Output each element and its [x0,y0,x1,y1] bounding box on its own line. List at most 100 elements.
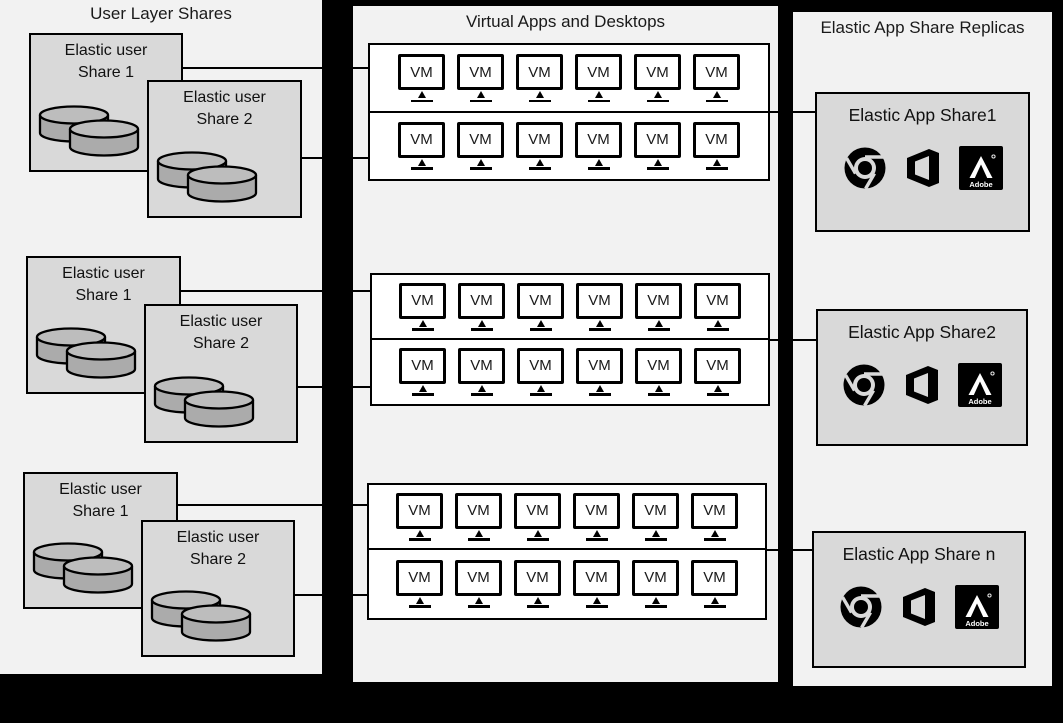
vm-monitor-stand [536,319,545,327]
share-label-line1: Elastic user [183,89,266,106]
vm-monitor-base [585,605,608,608]
vm-monitor-base [408,605,431,608]
replica-box-label: Elastic App Share2 [848,322,996,342]
vm-monitor-screen: VM [517,347,564,384]
vm-group-1: VM VM VM VM VM VM VM VM V [368,43,770,181]
share-box-label: Elastic user Share 1 [25,479,176,523]
vm-icon: VM [517,347,565,396]
vm-monitor-base [705,99,728,102]
vm-monitor-screen: VM [575,121,622,158]
adobe-icon-label: Adobe [969,180,992,189]
vm-monitor-screen: VM [573,492,620,529]
vm-monitor-screen: VM [691,559,738,596]
vm-row: VM VM VM VM VM VM [367,483,767,550]
vm-icon: VM [514,492,562,541]
share-label-line2: Share 2 [192,335,250,353]
vm-label: VM [411,357,434,374]
vm-monitor-stand [415,596,424,604]
vm-monitor-base [470,393,493,396]
vm-label: VM [467,502,490,519]
vm-monitor-screen: VM [458,282,505,319]
vm-label: VM [703,569,726,586]
vm-monitor-stand [653,158,662,166]
vm-monitor-stand [710,596,719,604]
elastic-user-share-2-box: Elastic user Share 2 [144,304,298,443]
vm-monitor-stand [654,319,663,327]
vm-label: VM [467,569,490,586]
vm-label: VM [587,63,610,81]
vm-monitor-base [587,99,610,102]
vm-icon: VM [396,492,444,541]
vm-monitor-base [469,167,492,170]
vm-label: VM [469,63,492,81]
vm-row: VM VM VM VM VM VM [370,337,770,406]
adobe-icon: Adobe [955,585,999,629]
elastic-user-share-2-box: Elastic user Share 2 [147,80,302,218]
vm-row: VM VM VM VM VM VM [368,110,770,181]
vm-icon: VM [634,121,682,170]
replica-box-label: Elastic App Share n [842,544,996,564]
vm-label: VM [408,502,431,519]
vm-monitor-stand [417,91,426,98]
vm-monitor-stand [594,91,603,98]
vm-icon: VM [458,282,506,331]
vm-icon: VM [575,121,623,170]
vm-monitor-stand [651,529,660,537]
vm-monitor-base [588,328,611,331]
vm-monitor-stand [535,158,544,166]
vm-icon: VM [634,54,682,102]
vm-monitor-stand [595,319,604,327]
vm-icon: VM [632,492,680,541]
vm-monitor-base [588,393,611,396]
vm-monitor-base [411,393,434,396]
vm-monitor-base [529,328,552,331]
share-box-label: Elastic user Share 2 [146,311,296,355]
vm-label: VM [526,569,549,586]
vm-icon: VM [399,282,447,331]
vm-monitor-base [469,99,492,102]
elastic-app-share-replicas-panel: Elastic App Share Replicas Elastic App S… [793,12,1052,686]
vm-label: VM [588,357,611,374]
vm-monitor-stand [536,384,545,392]
vm-label: VM [469,131,492,148]
elastic-user-share-2-box: Elastic user Share 2 [141,520,295,657]
vm-label: VM [705,131,728,148]
vm-monitor-screen: VM [691,492,738,529]
vm-monitor-stand [474,529,483,537]
office-icon [906,366,938,404]
vm-icon: VM [457,121,505,170]
virtual-apps-desktops-panel: Virtual Apps and Desktops VM VM VM VM VM… [353,6,778,682]
vm-label: VM [588,292,611,309]
vm-monitor-base [647,328,670,331]
vm-monitor-screen: VM [455,559,502,596]
vm-monitor-base [408,538,431,541]
vm-icon: VM [635,347,683,396]
vm-group-3: VM VM VM VM VM VM VM VM V [367,483,767,620]
app-icons-row: Adobe [817,146,1028,190]
vm-monitor-screen: VM [632,559,679,596]
share-label-line1: Elastic user [64,42,148,59]
vm-label: VM [529,292,552,309]
vm-monitor-base [470,328,493,331]
vm-label: VM [585,569,608,586]
vm-icon: VM [455,559,503,608]
vm-monitor-base [467,538,490,541]
share-box-label: Elastic user Share 2 [149,87,300,131]
vm-monitor-screen: VM [693,121,740,158]
vm-monitor-base [647,393,670,396]
user-layer-shares-title: User Layer Shares [90,4,232,23]
database-cylinders-icon [38,105,140,157]
vm-monitor-screen: VM [573,559,620,596]
vm-icon: VM [398,54,446,102]
vm-monitor-screen: VM [575,54,622,90]
vm-monitor-base [644,538,667,541]
vm-monitor-stand [710,529,719,537]
vm-row: VM VM VM VM VM VM [370,273,770,340]
vm-label: VM [410,131,433,148]
vm-monitor-stand [594,158,603,166]
vm-monitor-stand [476,91,485,98]
vm-row: VM VM VM VM VM VM [368,43,770,113]
vm-monitor-base [528,167,551,170]
vm-monitor-stand [595,384,604,392]
database-cylinders-icon [156,151,258,203]
